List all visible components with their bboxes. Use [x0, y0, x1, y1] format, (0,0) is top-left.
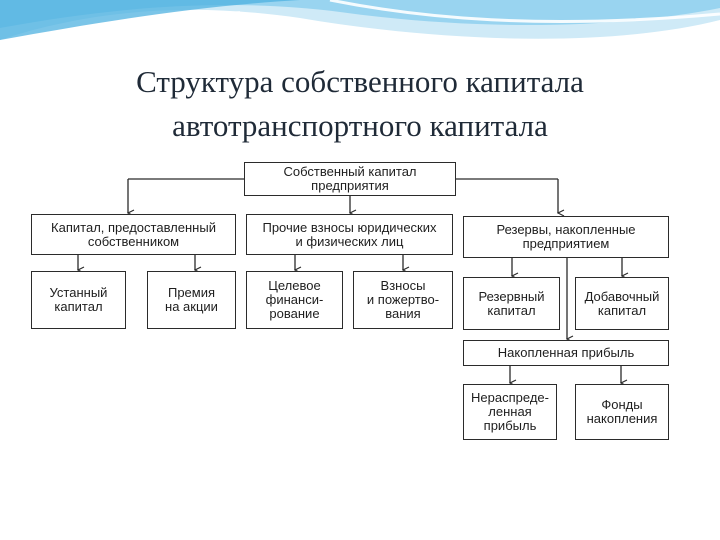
slide-title-line-2: автотранспортного капитала [172, 108, 548, 143]
accumulated-reserves-box: Резервы, накопленные предприятием [463, 216, 669, 258]
slide-title-line-1: Структура собственного капитала [136, 64, 584, 99]
header-wave-decoration [0, 0, 720, 65]
owner-capital-box: Капитал, предоставленный собственником [31, 214, 236, 255]
root-equity-box: Собственный капитал предприятия [244, 162, 456, 196]
retained-earnings-box: Нераспреде- ленная прибыль [463, 384, 557, 440]
share-premium-box: Премия на акции [147, 271, 236, 329]
authorized-capital-box: Устанный капитал [31, 271, 126, 329]
contributions-donations-box: Взносы и пожертво- вания [353, 271, 453, 329]
targeted-financing-box: Целевое финанси- рование [246, 271, 343, 329]
additional-capital-box: Добавочный капитал [575, 277, 669, 330]
accumulated-profit-box: Накопленная прибыль [463, 340, 669, 366]
accumulation-funds-box: Фонды накопления [575, 384, 669, 440]
other-contributions-box: Прочие взносы юридических и физических л… [246, 214, 453, 255]
reserve-capital-box: Резервный капитал [463, 277, 560, 330]
slide-title: Структура собственного капитала автотран… [0, 60, 720, 148]
